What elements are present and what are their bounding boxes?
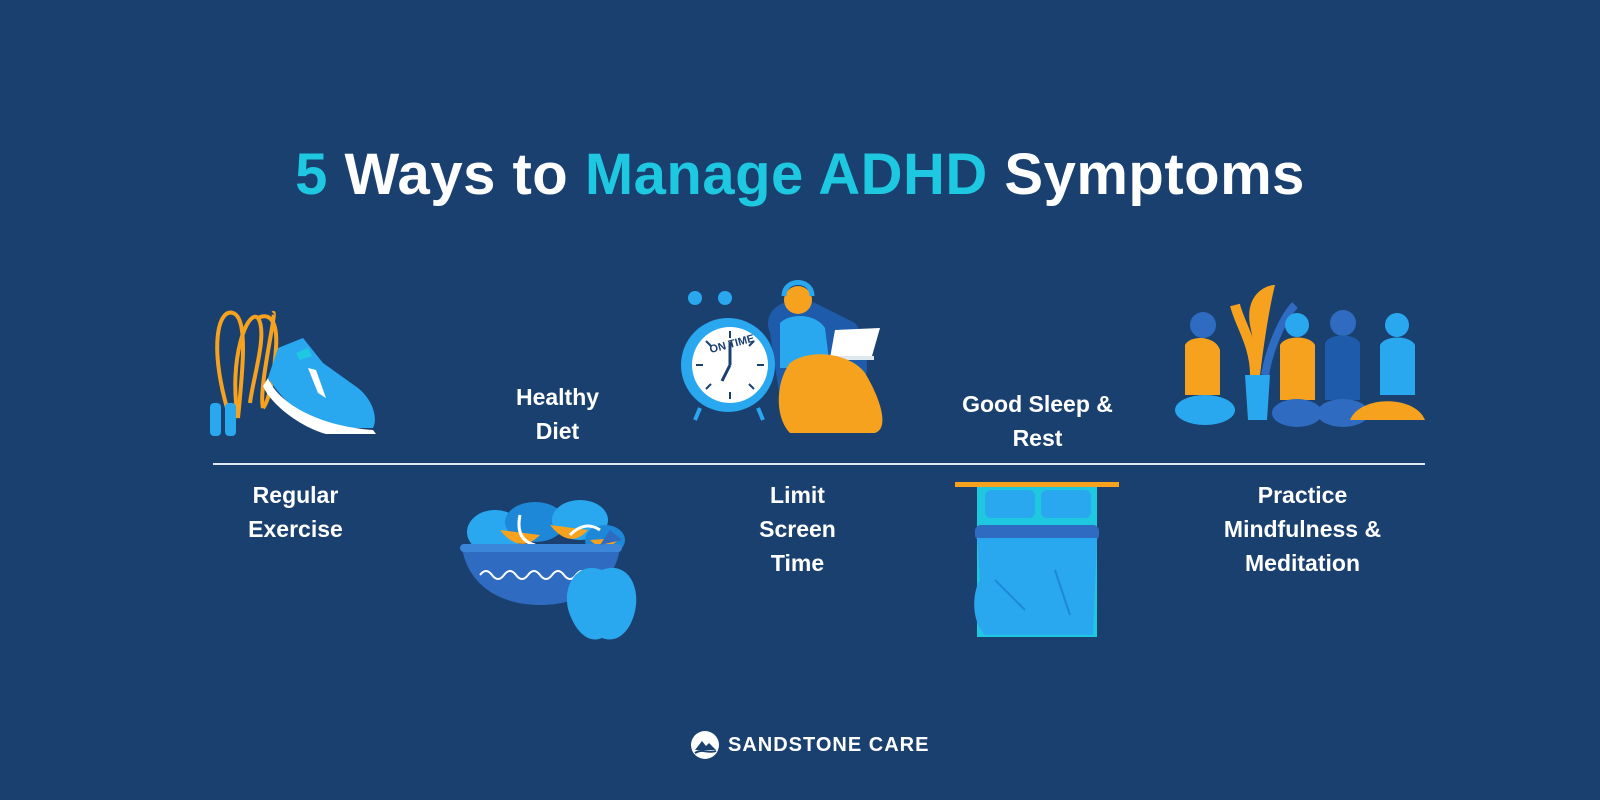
timeline-divider: [213, 463, 1425, 465]
item-label-line: Meditation: [1245, 550, 1360, 576]
item-label-good-sleep-rest: Good Sleep & Rest: [935, 387, 1140, 455]
jump-rope-sneaker-icon: [210, 310, 376, 436]
bed-icon: [955, 482, 1119, 637]
item-label-line: Exercise: [248, 516, 343, 542]
brand-logo: SANDSTONE CARE: [690, 730, 929, 760]
item-label-line: Healthy: [515, 384, 600, 410]
item-label-line: Mindfulness &: [1223, 516, 1382, 542]
page-title: 5 Ways to Manage ADHD Symptoms: [0, 140, 1600, 210]
alarm-clock-laptop-icon: ON TIME: [681, 280, 883, 433]
item-label-mindfulness-meditation: Practice Mindfulness & Meditation: [1180, 478, 1425, 580]
mountain-logo-icon: [691, 731, 719, 759]
item-label-line: Rest: [1012, 425, 1063, 451]
item-label-regular-exercise: Regular Exercise: [208, 478, 383, 546]
item-label-line: Limit: [770, 482, 825, 508]
title-text-2: Symptoms: [1004, 142, 1305, 207]
title-text-1: Ways to: [344, 142, 569, 207]
item-label-line: Screen: [759, 516, 836, 542]
item-label-line: Regular: [252, 482, 339, 508]
salad-bowl-apple-icon: [460, 500, 637, 640]
item-label-line: Practice: [1257, 482, 1348, 508]
title-highlight: Manage ADHD: [584, 142, 988, 207]
brand-name: SANDSTONE CARE: [728, 733, 930, 756]
meditation-group-icon: [1175, 285, 1425, 427]
item-label-healthy-diet: Healthy Diet: [470, 380, 645, 448]
title-number: 5: [295, 142, 328, 207]
item-label-line: Time: [770, 550, 825, 576]
item-label-line: Diet: [535, 418, 580, 444]
item-label-line: Good Sleep &: [962, 391, 1113, 417]
item-label-limit-screen-time: Limit Screen Time: [710, 478, 885, 580]
